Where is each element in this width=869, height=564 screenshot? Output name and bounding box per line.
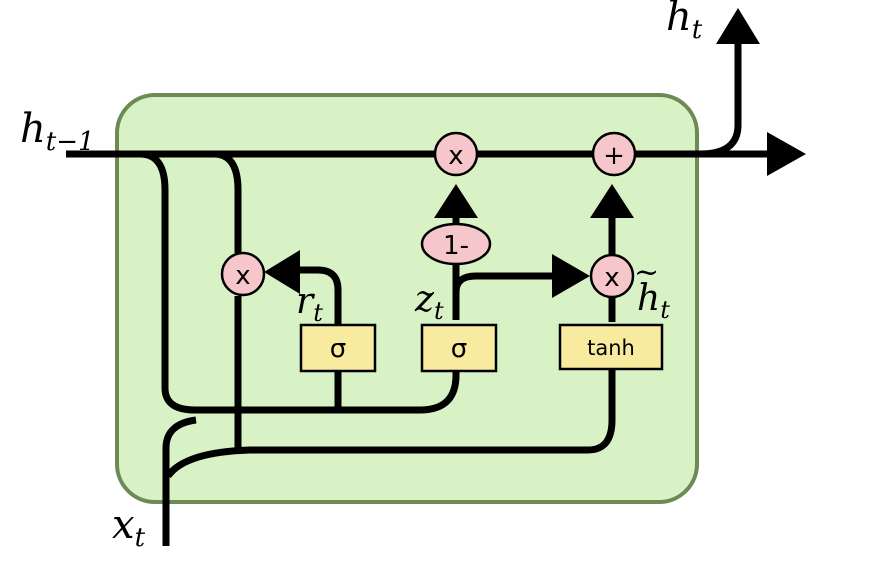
output-branch-line	[699, 38, 742, 158]
h-prev-label: ht−1	[20, 106, 95, 157]
reset-multiply-op	[220, 251, 266, 297]
reset-gate-sigma-label: σ	[330, 334, 346, 364]
update-gate-label: zt	[414, 279, 444, 325]
one-minus-label: 1-	[443, 231, 469, 261]
output-arrowhead	[716, 8, 760, 44]
x-in-label: xt	[112, 502, 146, 553]
input-to-candidate-line	[165, 370, 616, 479]
update-to-candidate-line	[452, 272, 555, 320]
candidate-multiply-label: x	[604, 263, 619, 293]
candidate-h-label: ht	[637, 278, 670, 324]
one-minus-arrowhead	[434, 184, 478, 218]
candidate-tanh-label: tanh	[587, 336, 635, 360]
candidate-to-add-arrowhead	[590, 184, 634, 218]
candidate-h-tilde: ~	[634, 255, 659, 290]
hprev-branch-to-gates	[139, 150, 460, 414]
add-label: +	[603, 141, 625, 171]
update-to-candidate-arrowhead	[552, 254, 590, 298]
candidate-multiply-op	[589, 253, 635, 299]
forget-multiply-op	[433, 131, 479, 177]
hprev-branch-to-reset	[213, 150, 242, 253]
one-minus-op	[420, 222, 492, 266]
h-out-label: ht	[666, 0, 703, 45]
reset-gate-label: rt	[296, 281, 323, 327]
gru-cell-box	[115, 93, 699, 504]
update-gate-sigma-box	[420, 323, 498, 373]
reset-gate-arrowhead	[264, 250, 300, 294]
forget-multiply-label: x	[448, 141, 463, 171]
candidate-tanh-box	[558, 323, 664, 371]
add-op	[591, 131, 637, 177]
reset-multiply-label: x	[235, 261, 250, 291]
reset-gate-sigma-box	[299, 323, 377, 373]
input-line	[162, 416, 197, 546]
update-gate-sigma-label: σ	[451, 334, 467, 364]
reset-gate-line	[298, 266, 342, 410]
hidden-state-arrowhead	[767, 132, 806, 176]
